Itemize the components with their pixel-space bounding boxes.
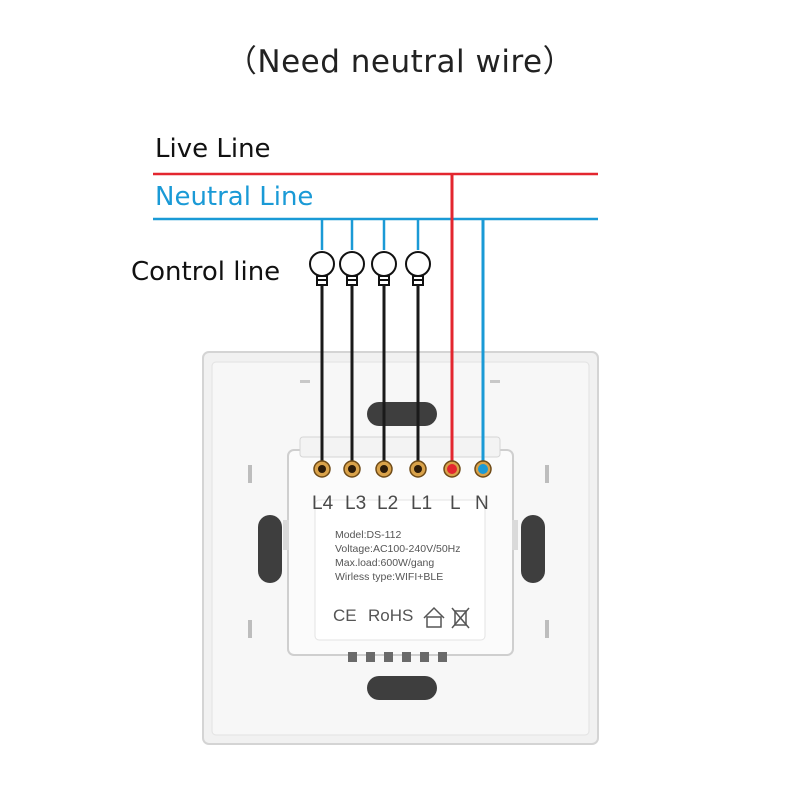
mount-slot-left (258, 515, 282, 583)
terminal-l1 (409, 460, 427, 478)
terminal-l2 (375, 460, 393, 478)
spec-voltage: Voltage:AC100-240V/50Hz (335, 543, 461, 555)
spec-model: Model:DS-112 (335, 529, 402, 541)
bulb-icon-l2 (371, 251, 397, 286)
terminal-label-l1: L1 (411, 493, 433, 514)
terminal-label-l4: L4 (312, 493, 334, 514)
spec-wireless: Wirless type:WIFI+BLE (335, 571, 444, 583)
terminal-l (443, 460, 461, 478)
bulb-icon-l4 (309, 251, 335, 286)
control-wires (320, 285, 420, 468)
bulb-icon-l1 (405, 251, 431, 286)
mount-slot-top (367, 402, 437, 426)
bulb-icon-l3 (339, 251, 365, 286)
control-line-label: Control line (131, 257, 281, 287)
terminal-screws (313, 460, 492, 478)
spec-max-load: Max.load:600W/gang (335, 557, 435, 569)
terminal-label-l3: L3 (345, 493, 367, 514)
weee-bin-icon (451, 607, 470, 629)
ce-mark: CE (333, 606, 357, 625)
mount-slot-right (521, 515, 545, 583)
rohs-mark: RoHS (368, 606, 414, 625)
switch-module (283, 436, 518, 662)
live-line-label: Live Line (155, 134, 271, 164)
page-title: （Need neutral wire） (225, 44, 575, 80)
terminal-label-l: L (450, 493, 461, 514)
terminal-label-l2: L2 (377, 493, 399, 514)
terminal-n (474, 460, 492, 478)
terminal-label-n: N (475, 493, 489, 514)
neutral-line-label: Neutral Line (155, 182, 314, 212)
terminal-l4 (313, 460, 331, 478)
mount-slot-bottom (367, 676, 437, 700)
lamp-neutral-branches (320, 219, 420, 250)
terminal-l3 (343, 460, 361, 478)
house-icon (423, 606, 445, 628)
